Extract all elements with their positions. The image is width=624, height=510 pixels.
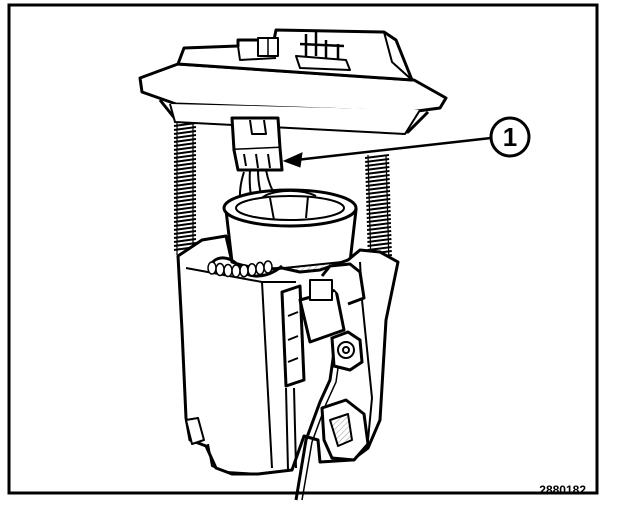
right-spring-coil-5 (365, 174, 390, 179)
left-spring-coil-25 (173, 218, 197, 223)
right-spring-coil-13 (366, 206, 391, 211)
fuel-level-sender (280, 262, 366, 388)
right-spring-coil-8 (365, 186, 391, 191)
left-spring-coil-4 (173, 134, 197, 139)
rim-rib-4 (239, 263, 249, 278)
rim-rib-0 (207, 261, 217, 275)
fuel-pump-cylinder (222, 188, 358, 274)
left-spring-coil-10 (173, 158, 197, 163)
left-spring-coil-15 (173, 178, 197, 183)
right-spring-coil-15 (366, 214, 391, 219)
rim-rib-7 (263, 260, 273, 274)
right-spring-coil-11 (366, 198, 391, 203)
left-spring-coil-28 (173, 230, 197, 235)
left-guide-spring (173, 118, 197, 255)
sender-pivot (330, 330, 364, 372)
right-spring-coil-21 (367, 238, 392, 243)
right-spring-coil-16 (366, 218, 391, 223)
right-spring-coil-6 (365, 178, 390, 183)
right-spring-coil-1 (364, 158, 390, 163)
callout-1-number: 1 (503, 122, 517, 152)
right-spring-coil-18 (366, 226, 392, 231)
module-flange (138, 28, 448, 135)
left-spring-coil-3 (173, 130, 197, 135)
left-spring-coil-5 (173, 138, 197, 143)
left-spring-coil-23 (173, 210, 197, 215)
left-spring-coil-16 (173, 182, 197, 187)
left-spring-coil-30 (173, 238, 197, 243)
right-spring-coil-10 (366, 194, 391, 199)
right-spring-coil-17 (366, 222, 392, 227)
vertical-fuel-tube (285, 387, 297, 471)
left-spring-coil-19 (173, 194, 197, 199)
callout-1: 1 (489, 116, 531, 158)
right-guide-spring (364, 154, 393, 266)
left-spring-coil-22 (173, 206, 197, 211)
left-spring-coil-13 (173, 170, 197, 175)
left-spring-coil-2 (173, 126, 197, 131)
left-spring-coil-11 (173, 162, 197, 167)
right-spring-coil-23 (367, 246, 392, 251)
rim-rib-6 (255, 261, 265, 276)
left-spring-coil-24 (173, 214, 197, 219)
rim-rib-3 (231, 264, 241, 278)
left-spring-coil-29 (173, 234, 197, 239)
left-spring-coil-26 (173, 222, 197, 227)
left-spring-coil-17 (173, 186, 197, 191)
rim-rib-2 (223, 263, 233, 278)
left-spring-coil-31 (173, 242, 197, 247)
left-spring-coil-12 (173, 166, 197, 171)
callout-leader (282, 136, 492, 168)
right-spring-coil-0 (364, 154, 390, 159)
right-spring-coil-22 (367, 242, 392, 247)
left-spring-coil-9 (173, 154, 197, 159)
left-spring-coil-8 (173, 150, 197, 155)
float-bracket (320, 398, 370, 462)
left-spring-coil-7 (173, 146, 197, 151)
right-spring-coil-12 (366, 202, 391, 207)
left-spring-coil-6 (173, 142, 197, 147)
figure-code: 2880182 (539, 483, 586, 497)
right-spring-coil-3 (365, 166, 390, 171)
right-spring-coil-7 (365, 182, 390, 187)
right-spring-coil-4 (365, 170, 390, 175)
rim-rib-1 (215, 262, 225, 277)
rim-rib-5 (247, 263, 257, 277)
left-spring-coil-20 (173, 198, 197, 203)
left-spring-coil-18 (173, 190, 197, 195)
right-spring-coil-20 (367, 234, 392, 239)
right-spring-coil-2 (365, 162, 390, 167)
right-spring-coil-19 (367, 230, 392, 235)
reservoir-rim-hose (207, 256, 283, 278)
float-arm (294, 351, 341, 501)
right-spring-coil-9 (365, 190, 391, 195)
right-spring-coil-14 (366, 210, 391, 215)
left-spring-coil-21 (173, 202, 197, 207)
left-spring-coil-14 (173, 174, 197, 179)
electrical-connector (230, 116, 284, 172)
left-spring-coil-27 (173, 226, 197, 231)
